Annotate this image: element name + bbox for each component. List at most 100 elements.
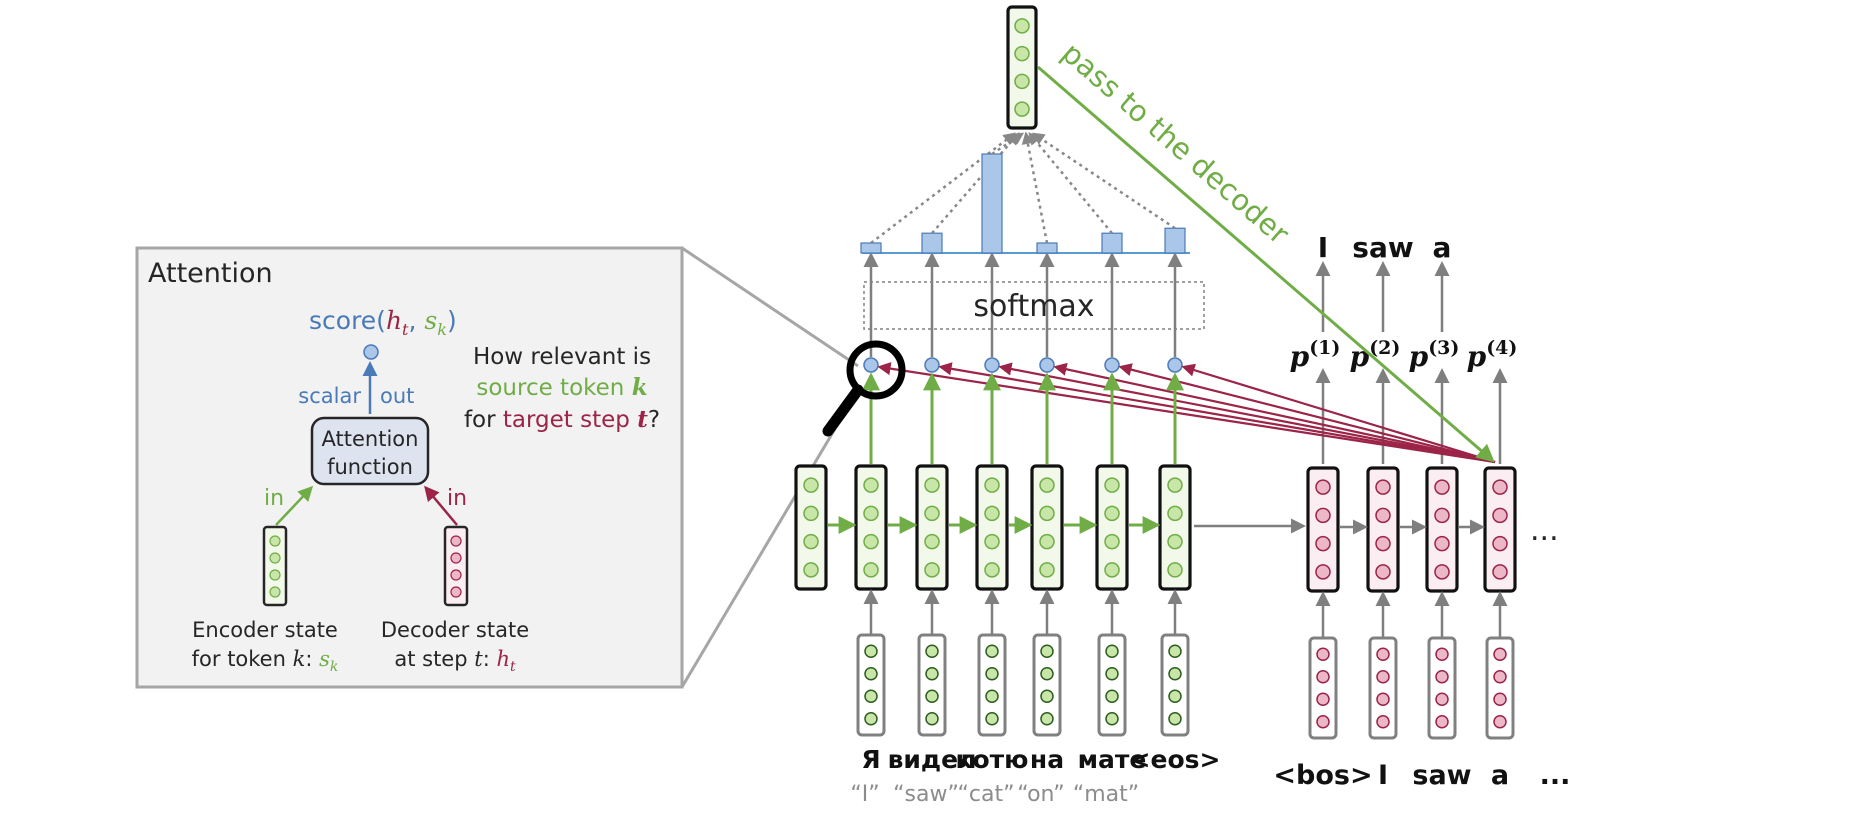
source-gloss-3: “on” — [1017, 782, 1064, 807]
attention-function-label-2: function — [327, 455, 413, 479]
encoder-hidden-state-0-frame — [794, 464, 828, 591]
source-embedding-0-unit — [864, 712, 878, 726]
encoder-hidden-state-5-unit — [1104, 505, 1120, 522]
target-embedding-3-unit — [1493, 647, 1507, 661]
encoder-hidden-state-1-unit — [863, 562, 879, 578]
decoder-query-arrow — [877, 362, 1496, 464]
attention-score-node-0 — [863, 357, 879, 373]
decoder-hidden-state-3-unit — [1492, 564, 1508, 580]
decoder-hidden-state-3-unit — [1492, 507, 1508, 524]
encoder-hidden-state-2-unit — [924, 562, 940, 578]
target-input-ellipsis: ... — [1540, 760, 1571, 791]
decoder-query-arrow — [938, 362, 1496, 464]
decoder-hidden-state-0 — [1306, 466, 1340, 593]
target-embedding-0 — [1308, 636, 1338, 740]
decoder-hidden-state-1-unit — [1375, 535, 1391, 552]
source-gloss-4: “mat” — [1073, 782, 1139, 807]
encoder-hidden-state-3 — [975, 464, 1009, 591]
target-embedding-2-unit — [1435, 715, 1449, 729]
encoder-state-vector — [262, 525, 288, 607]
encoder-hidden-state-6 — [1158, 464, 1192, 591]
attention-weight-bar-0 — [860, 242, 882, 254]
target-embedding-0-unit — [1316, 647, 1330, 661]
source-gloss-0: “I” — [850, 782, 879, 807]
magnifier-icon — [822, 340, 906, 437]
attention-score-node-5 — [1167, 357, 1183, 373]
weighted-sum-arrow — [931, 132, 1020, 235]
encoder-in-label: in — [264, 486, 284, 511]
target-embedding-1 — [1368, 636, 1398, 740]
source-embedding-0-unit — [864, 689, 878, 703]
decoder-hidden-state-1-unit — [1375, 564, 1391, 580]
decoder-query-arrow — [1053, 362, 1496, 464]
source-embedding-5-unit — [1168, 667, 1182, 681]
target-embedding-0-unit — [1316, 715, 1330, 729]
attention-weight-bar-3 — [1036, 242, 1058, 254]
target-embedding-2-frame — [1427, 636, 1457, 740]
target-embedding-1-unit — [1376, 670, 1390, 684]
encoder-hidden-state-1-unit — [863, 477, 879, 493]
source-embedding-0-unit — [864, 644, 878, 658]
decoder-hidden-state-2-unit — [1434, 564, 1450, 580]
attention-score-node-4 — [1104, 357, 1120, 373]
decoder-hidden-state-0-unit — [1315, 535, 1331, 552]
encoder-hidden-state-5-unit — [1104, 533, 1120, 550]
decoder-hidden-state-0-unit — [1315, 564, 1331, 580]
decoder-hidden-state-1-unit — [1375, 479, 1391, 495]
source-embedding-3-unit — [1040, 644, 1054, 658]
softmax-box — [863, 281, 1205, 330]
target-embedding-1-frame — [1368, 636, 1398, 740]
encoder-hidden-state-0-unit — [803, 533, 819, 550]
question-line-1: How relevant is — [473, 344, 651, 370]
attention-panel-title: Attention — [148, 258, 273, 289]
target-embedding-3-frame — [1485, 636, 1515, 740]
target-embedding-3-unit — [1493, 715, 1507, 729]
attention-function-box — [310, 416, 430, 486]
decoder-hidden-state-2-unit — [1434, 507, 1450, 524]
source-token-5: <eos> — [1130, 745, 1221, 774]
zoom-line-bottom — [680, 389, 860, 688]
context-vector-frame — [1006, 5, 1038, 130]
source-embedding-3-unit — [1040, 712, 1054, 726]
target-embedding-3 — [1485, 636, 1515, 740]
source-embedding-0-unit — [864, 667, 878, 681]
encoder-hidden-state-3-unit — [984, 477, 1000, 493]
decoder-hidden-state-1 — [1366, 466, 1400, 593]
source-embedding-5-unit — [1168, 712, 1182, 726]
question-line-2: source token k — [476, 374, 647, 401]
source-embedding-4 — [1097, 633, 1127, 737]
source-embedding-3-unit — [1040, 689, 1054, 703]
source-embedding-1-unit — [925, 712, 939, 726]
target-output-token-1: saw — [1352, 231, 1413, 264]
target-embedding-2-unit — [1435, 692, 1449, 706]
target-output-token-2: a — [1433, 231, 1452, 264]
source-embedding-4-unit — [1105, 644, 1119, 658]
weighted-sum-arrow — [1021, 131, 1049, 244]
target-embedding-0-unit — [1316, 692, 1330, 706]
scalar-label: scalar — [298, 384, 361, 408]
source-embedding-2-frame — [977, 633, 1007, 737]
source-embedding-4-unit — [1105, 689, 1119, 703]
decoder-in-arrow — [424, 485, 458, 526]
decoder-in-label: in — [447, 486, 467, 511]
encoder-hidden-state-4-unit — [1039, 505, 1055, 522]
target-embedding-1-unit — [1376, 647, 1390, 661]
decoder-query-arrow — [998, 362, 1496, 464]
context-vector-unit — [1014, 45, 1030, 62]
source-embedding-4-unit — [1105, 712, 1119, 726]
pass-to-decoder-label: pass to the decoder — [1055, 36, 1295, 251]
decoder-hidden-state-1-unit — [1375, 507, 1391, 524]
source-embedding-5-unit — [1168, 644, 1182, 658]
target-embedding-2 — [1427, 636, 1457, 740]
encoder-hidden-state-4-unit — [1039, 533, 1055, 550]
source-embedding-3-unit — [1040, 667, 1054, 681]
encoder-hidden-state-5-unit — [1104, 562, 1120, 578]
encoder-hidden-state-3-unit — [984, 533, 1000, 550]
prob-label-3: p(3) — [1409, 337, 1460, 373]
context-vector-unit — [1014, 18, 1030, 34]
target-input-token-3: a — [1491, 760, 1509, 791]
attention-function-label-1: Attention — [322, 427, 419, 451]
weighted-sum-arrow — [991, 132, 1025, 156]
encoder-hidden-state-4 — [1030, 464, 1064, 591]
target-embedding-3-unit — [1493, 692, 1507, 706]
